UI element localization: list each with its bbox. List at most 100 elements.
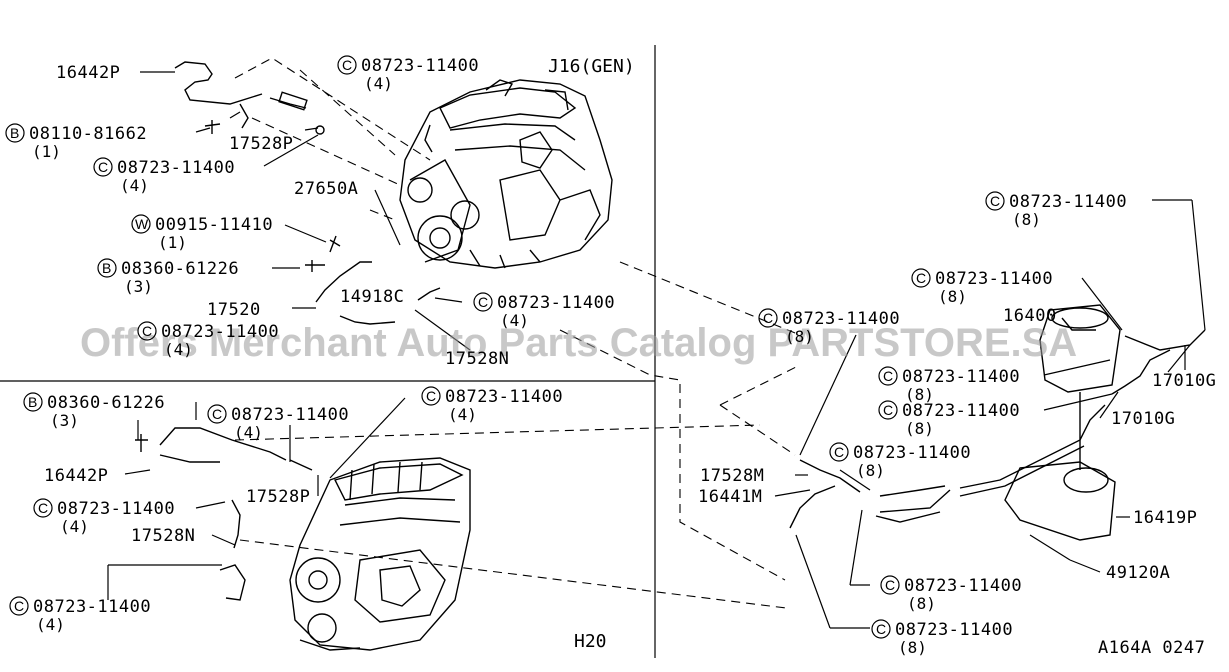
qty-8: (8) [898, 638, 927, 657]
label-08723-11400: 08723-11400 [853, 443, 971, 463]
prefix-c: C [426, 388, 436, 404]
prefix-c: C [763, 310, 773, 326]
qty-8: (8) [907, 594, 936, 613]
label-16441m: 16441M [698, 487, 762, 507]
label-17520: 17520 [207, 300, 261, 320]
label-17528p-left: 17528P [246, 487, 310, 507]
label-08723-11400: 08723-11400 [902, 401, 1020, 421]
qty-8: (8) [856, 461, 885, 480]
callout-08723-right-3: C 08723-11400 (8) [758, 308, 900, 346]
prefix-c: C [916, 270, 926, 286]
label-27650a: 27650A [294, 179, 358, 199]
label-17528p-top: 17528P [229, 134, 293, 154]
prefix-c: C [212, 406, 222, 422]
callout-08723-right-7: C 08723-11400 (8) [880, 575, 1022, 613]
circle-c-marker [9, 596, 29, 616]
qty-3: (3) [124, 277, 153, 296]
prefix-c: C [876, 621, 886, 637]
qty-4: (4) [120, 176, 149, 195]
prefix-c: C [342, 57, 352, 73]
qty-8: (8) [785, 327, 814, 346]
circle-c-marker [337, 55, 357, 75]
prefix-c: C [14, 598, 24, 614]
prefix-b: B [10, 125, 19, 141]
callout-08723-right-2: C 08723-11400 (8) [911, 268, 1053, 306]
prefix-c: C [98, 159, 108, 175]
hose-bolt-drawings [135, 61, 441, 601]
leader-lines [107, 71, 1206, 629]
callout-08723-top-1: C 08723-11400 (4) [337, 55, 479, 93]
circle-b-marker [97, 258, 117, 278]
circle-c-marker [829, 442, 849, 462]
callout-08723-bottom-2: C 08723-11400 (4) [207, 404, 349, 442]
qty-3: (3) [50, 411, 79, 430]
callout-08723-right-5: C 08723-11400 (8) [878, 400, 1020, 438]
prefix-c: C [478, 294, 488, 310]
circle-c-marker [93, 157, 113, 177]
circle-c-marker [137, 321, 157, 341]
callout-08723-top-3: C 08723-11400 (4) [473, 292, 615, 330]
prefix-b: B [102, 260, 111, 276]
circle-c-marker [207, 404, 227, 424]
label-08723-11400: 08723-11400 [895, 620, 1013, 640]
callout-08723-top-2: C 08723-11400 (4) [93, 157, 235, 195]
label-08723-11400: 08723-11400 [497, 293, 615, 313]
callout-08723-top-4: C 08723-11400 (4) [137, 321, 279, 359]
circle-c-marker [421, 386, 441, 406]
label-14918c: 14918C [340, 287, 404, 307]
diagram-code: A164A 0247 [1098, 638, 1205, 658]
label-17010g-a: 17010G [1152, 371, 1216, 391]
callout-08723-right-6: C 08723-11400 (8) [829, 442, 971, 480]
prefix-c: C [883, 402, 893, 418]
label-16442p-left: 16442P [44, 466, 108, 486]
prefix-c: C [38, 500, 48, 516]
circle-c-marker [758, 308, 778, 328]
prefix-c: C [883, 368, 893, 384]
label-17528m: 17528M [700, 466, 764, 486]
qty-4: (4) [36, 615, 65, 634]
callout-08723-right-8: C 08723-11400 (8) [871, 619, 1013, 657]
callout-08723-right-4: C 08723-11400 (8) [878, 366, 1020, 404]
label-08723-11400: 08723-11400 [161, 322, 279, 342]
label-08723-11400: 08723-11400 [902, 367, 1020, 387]
circle-c-marker [871, 619, 891, 639]
callout-08723-bottom-4: C 08723-11400 (4) [9, 596, 151, 634]
qty-1: (1) [158, 233, 187, 252]
qty-4: (4) [60, 517, 89, 536]
prefix-c: C [990, 193, 1000, 209]
circle-c-marker [911, 268, 931, 288]
qty-4: (4) [234, 423, 263, 442]
circle-c-marker [473, 292, 493, 312]
dashed-connections [234, 57, 801, 609]
label-08723-11400: 08723-11400 [445, 387, 563, 407]
label-17528n-left: 17528N [131, 526, 195, 546]
watermark: Offers Merchant Auto Parts Catalog PARTS… [80, 321, 1077, 365]
prefix-c: C [834, 444, 844, 460]
callout-00915-11410: W 00915-11410 (1) [131, 214, 273, 252]
prefix-c: C [885, 577, 895, 593]
circle-c-marker [880, 575, 900, 595]
circle-c-marker [33, 498, 53, 518]
label-08723-11400: 08723-11400 [231, 405, 349, 425]
qty-8: (8) [1012, 210, 1041, 229]
label-08723-11400: 08723-11400 [117, 158, 235, 178]
circle-c-marker [878, 366, 898, 386]
qty-8: (8) [905, 385, 934, 404]
label-16419p: 16419P [1133, 508, 1197, 528]
label-08360-61226: 08360-61226 [121, 259, 239, 279]
circle-c-marker [878, 400, 898, 420]
qty-4: (4) [500, 311, 529, 330]
label-08723-11400: 08723-11400 [1009, 192, 1127, 212]
callout-08723-bottom-3: C 08723-11400 (4) [33, 498, 175, 536]
qty-8: (8) [905, 419, 934, 438]
label-08723-11400: 08723-11400 [361, 56, 479, 76]
circle-c-marker [985, 191, 1005, 211]
label-08723-11400: 08723-11400 [935, 269, 1053, 289]
section-label-j16: J16(GEN) [548, 56, 635, 77]
qty-1: (1) [32, 142, 61, 161]
section-label-h20: H20 [574, 631, 607, 652]
circle-w-marker [131, 214, 151, 234]
qty-4: (4) [448, 405, 477, 424]
